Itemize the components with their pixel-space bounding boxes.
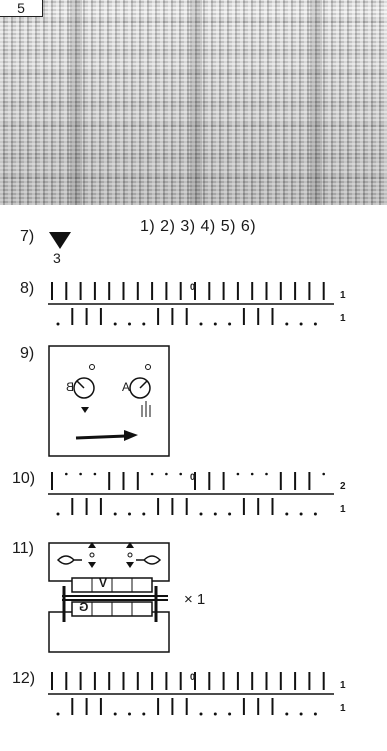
step-8-label: 8) <box>20 280 34 298</box>
needle-dot <box>94 473 97 476</box>
step-8-zero-mark: 0 <box>190 282 195 292</box>
step-12-label: 12) <box>12 670 35 688</box>
lever-upper-label: V <box>99 576 107 590</box>
needle-dot <box>285 323 288 326</box>
step-11-label: 11) <box>12 540 34 558</box>
needle-dot <box>228 323 231 326</box>
needle-dot <box>314 323 317 326</box>
needle-dot <box>114 713 117 716</box>
needle-dot <box>251 473 254 476</box>
needle-dot <box>300 513 303 516</box>
page-number: 5 <box>0 0 43 17</box>
needle-dot <box>314 713 317 716</box>
needle-dot <box>285 713 288 716</box>
needle-dot <box>128 713 131 716</box>
needle-dot <box>128 323 131 326</box>
carriage-lever-diagram <box>48 542 172 654</box>
step-8-row2-number: 1 <box>340 313 346 324</box>
swatch-texture <box>0 0 387 205</box>
needle-dot <box>151 473 154 476</box>
needle-dot <box>214 513 217 516</box>
needle-dot <box>179 473 182 476</box>
step-12-zero-mark: 0 <box>190 672 195 682</box>
needle-dot <box>285 513 288 516</box>
dial-settings-box <box>48 345 170 457</box>
step-sequence: 1) 2) 3) 4) 5) 6) <box>140 218 256 236</box>
needle-dot <box>200 713 203 716</box>
needle-dot <box>114 323 117 326</box>
needle-dot <box>214 713 217 716</box>
lever-lower-label: G <box>79 600 88 614</box>
needle-dot <box>79 473 82 476</box>
needle-dot <box>165 473 168 476</box>
needle-dot <box>142 323 145 326</box>
step-9-label: 9) <box>20 345 34 363</box>
repeat-count: × 1 <box>184 591 205 608</box>
needle-dot <box>300 323 303 326</box>
knitted-swatch-photo <box>0 0 387 205</box>
needle-dot <box>65 473 68 476</box>
needle-dot <box>142 513 145 516</box>
needle-dot <box>142 713 145 716</box>
needle-dot <box>322 473 325 476</box>
needle-dot <box>57 713 60 716</box>
needle-dot <box>214 323 217 326</box>
dial-left-letter: B <box>66 380 74 394</box>
needle-dot <box>228 513 231 516</box>
needle-dot <box>57 323 60 326</box>
needle-dot <box>57 513 60 516</box>
step-8-row1-number: 1 <box>340 290 346 301</box>
carriage-triangle-marker <box>49 232 71 250</box>
marker-number: 3 <box>53 250 61 266</box>
needle-dot <box>114 513 117 516</box>
needle-dot <box>228 713 231 716</box>
needle-dot <box>300 713 303 716</box>
step-12-row2-number: 1 <box>340 703 346 714</box>
step-12-row1-number: 1 <box>340 680 346 691</box>
needle-dot <box>200 513 203 516</box>
needle-dot <box>237 473 240 476</box>
needle-dot <box>265 473 268 476</box>
step-10-row2-number: 1 <box>340 504 346 515</box>
dial-right-letter: A <box>122 380 130 394</box>
step-10-zero-mark: 0 <box>190 472 195 482</box>
step-10-row1-number: 2 <box>340 481 346 492</box>
step-10-label: 10) <box>12 470 35 488</box>
needle-dot <box>128 513 131 516</box>
needle-dot <box>314 513 317 516</box>
step-7-label: 7) <box>20 228 34 246</box>
needle-dot <box>200 323 203 326</box>
